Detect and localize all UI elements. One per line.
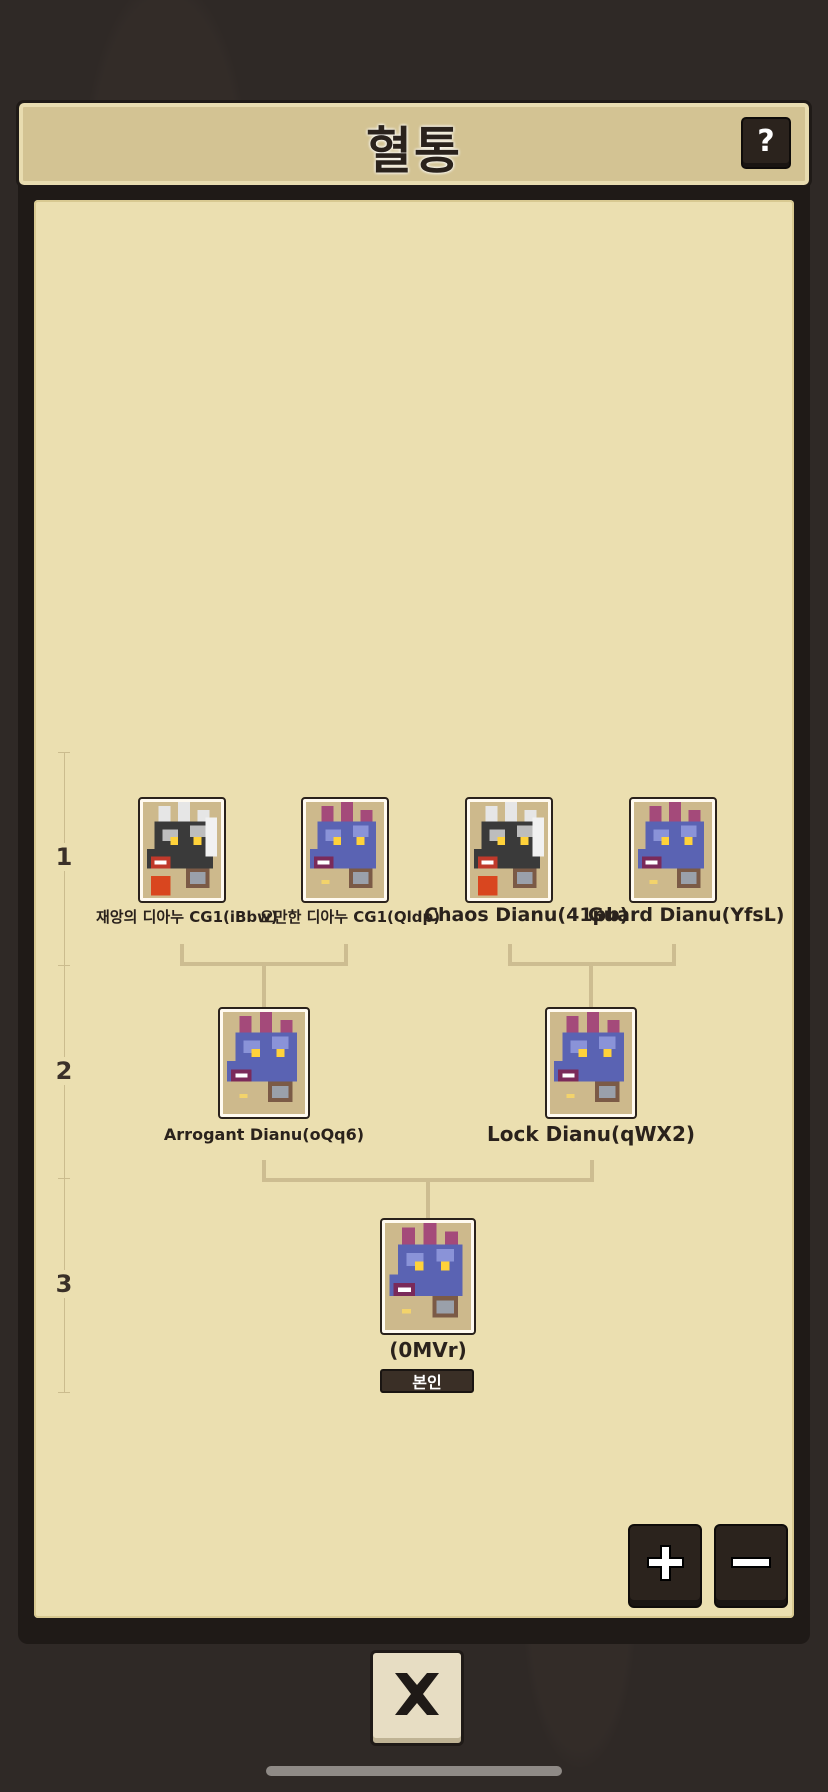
generation-label-2: 2 [50, 1057, 78, 1085]
pedigree-card-gen1-1[interactable] [138, 797, 226, 903]
dragon-portrait [306, 802, 384, 898]
self-badge: 본인 [380, 1369, 474, 1393]
connector-right-pair [508, 944, 676, 966]
dragon-name-gen1-3: Chaos Dianu(41pb) [424, 904, 629, 926]
generation-label-3: 3 [50, 1270, 78, 1298]
dragon-portrait [143, 802, 221, 898]
dragon-name-gen1-4: Guard Dianu(YfsL) [588, 904, 785, 926]
page-title: 혈통 [366, 122, 462, 180]
home-indicator [266, 1766, 562, 1776]
dragon-portrait [223, 1012, 305, 1114]
pedigree-card-gen2-2[interactable] [545, 1007, 637, 1119]
dragon-name-gen2-2: Lock Dianu(qWX2) [486, 1122, 696, 1146]
zoom-out-button[interactable] [714, 1524, 788, 1608]
dragon-name-gen1-1: 재앙의 디아누 CG1(iBbw) [96, 908, 278, 926]
axis-tick [58, 965, 70, 966]
zoom-in-button[interactable] [628, 1524, 702, 1608]
axis-tick [58, 1392, 70, 1393]
dragon-portrait [634, 802, 712, 898]
connector-left-pair [180, 944, 348, 966]
connector-right-stem [589, 966, 593, 1008]
pedigree-card-self[interactable] [380, 1218, 476, 1335]
generation-label-1: 1 [50, 843, 78, 871]
axis-tick [58, 752, 70, 753]
dragon-name-self: (0MVr) [389, 1338, 467, 1362]
minus-icon [731, 1557, 771, 1568]
header-bar: 혈통 ? [16, 100, 812, 188]
plus-icon [647, 1545, 684, 1581]
dragon-portrait [550, 1012, 632, 1114]
connector-bottom-pair [262, 1160, 594, 1182]
dragon-name-gen1-2: 오만한 디아누 CG1(Qldp) [260, 908, 441, 926]
dragon-portrait [385, 1223, 471, 1330]
pedigree-card-gen1-4[interactable] [629, 797, 717, 903]
axis-tick [58, 1178, 70, 1179]
dragon-name-gen2-1: Arrogant Dianu(oQq6) [163, 1125, 365, 1144]
help-button[interactable]: ? [741, 117, 791, 169]
connector-left-stem [262, 966, 266, 1008]
pedigree-card-gen1-3[interactable] [465, 797, 553, 903]
close-button[interactable] [370, 1650, 464, 1746]
pedigree-card-gen2-1[interactable] [218, 1007, 310, 1119]
dragon-portrait [470, 802, 548, 898]
connector-bottom-stem [426, 1182, 430, 1218]
close-x-icon [395, 1673, 439, 1715]
pedigree-card-gen1-2[interactable] [301, 797, 389, 903]
